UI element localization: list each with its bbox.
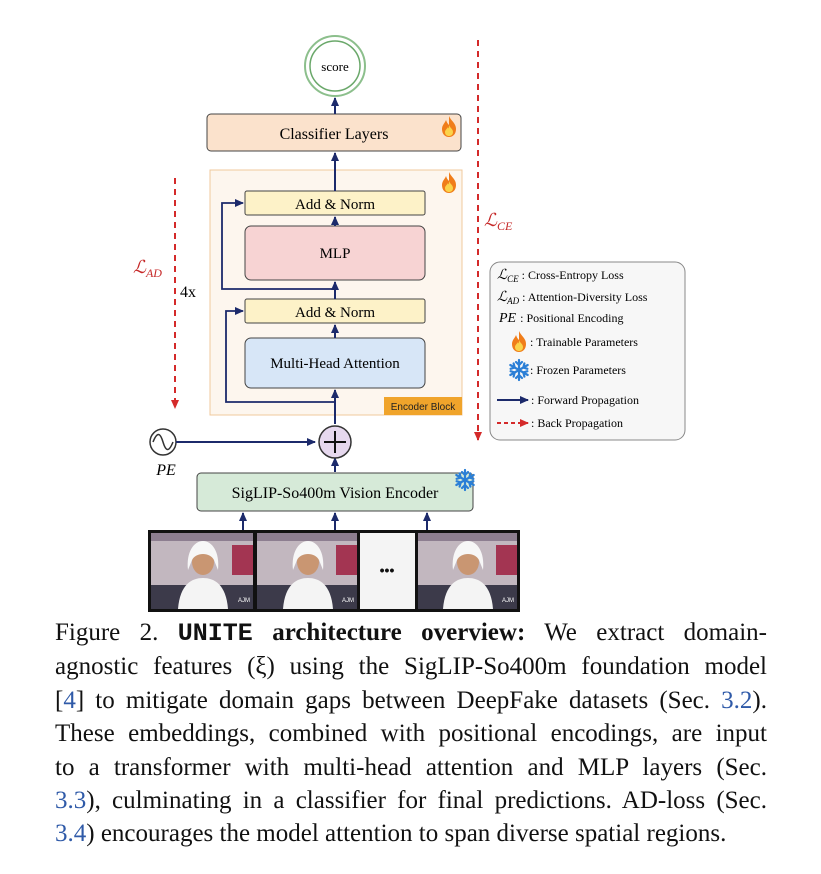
legend-forward: : Forward Propagation	[531, 393, 639, 407]
video-frame-2: AJM	[257, 533, 357, 609]
svg-text:AJM: AJM	[238, 598, 250, 604]
legend-back: : Back Propagation	[531, 416, 623, 430]
section-link-3-3[interactable]: 3.3	[55, 787, 87, 815]
pe-label: PE	[155, 462, 176, 479]
residual-lower	[225, 307, 335, 403]
sine-wave-path	[152, 433, 174, 451]
repeat-label: 4x	[180, 284, 196, 301]
legend-lce: ℒCE: Cross-Entropy Loss	[497, 268, 624, 284]
citation-link-4[interactable]: 4	[63, 686, 76, 714]
classifier-label: Classifier Layers	[280, 126, 389, 143]
caption-line-1: Figure 2. UNITE architecture overview: W…	[55, 619, 767, 648]
legend-pe: PE: Positional Encoding	[498, 311, 623, 326]
vision-encoder-label: SigLIP-So400m Vision Encoder	[232, 485, 439, 502]
score-ring-inner	[309, 40, 361, 92]
lce-label: ℒCE	[484, 210, 513, 233]
score-label: score	[321, 59, 349, 74]
video-frame-1: AJM	[151, 533, 253, 609]
frames-ellipsis-panel: •••	[360, 533, 415, 609]
legend-trainable: : Trainable Parameters	[530, 335, 638, 349]
residual-upper	[221, 199, 335, 290]
figure-caption: Figure 2. UNITE architecture overview: W…	[55, 616, 767, 851]
lad-label: ℒAD	[133, 257, 162, 280]
mha-label: Multi-Head Attention	[270, 356, 400, 372]
caption-line-5: to a transformer with multi-head attenti…	[55, 753, 767, 781]
svg-text:AJM: AJM	[502, 598, 514, 604]
caption-line-6: 3.3), culminating in a classifier for fi…	[55, 787, 767, 815]
legend: ℒCE: Cross-Entropy Loss ℒAD: Attention-D…	[489, 261, 686, 441]
caption-line-3: [4] to mitigate domain gaps between Deep…	[55, 686, 767, 714]
caption-line-7: 3.4) encourages the model attention to s…	[55, 820, 727, 848]
legend-frozen: : Frozen Parameters	[530, 363, 626, 377]
caption-line-2: agnostic features (ξ) using the SigLIP-S…	[55, 653, 767, 681]
architecture-diagram: Encoder Block score Classifier Layers Ad…	[133, 35, 686, 612]
frames-ellipsis: •••	[380, 562, 395, 578]
section-link-3-2[interactable]: 3.2	[721, 686, 753, 714]
encoder-block-label-box	[384, 397, 462, 415]
add-norm-bottom-label: Add & Norm	[295, 305, 375, 321]
encoder-block-label: Encoder Block	[391, 402, 456, 413]
caption-line-4: These embeddings, combined with position…	[55, 720, 767, 748]
add-norm-top-label: Add & Norm	[295, 197, 375, 213]
svg-text:AJM: AJM	[342, 598, 354, 604]
video-frame-3: AJM	[418, 533, 517, 609]
mlp-label: MLP	[320, 246, 351, 262]
section-link-3-4[interactable]: 3.4	[55, 820, 87, 848]
vision-encoder	[196, 472, 474, 512]
legend-lad: ℒAD: Attention-Diversity Loss	[497, 290, 648, 306]
